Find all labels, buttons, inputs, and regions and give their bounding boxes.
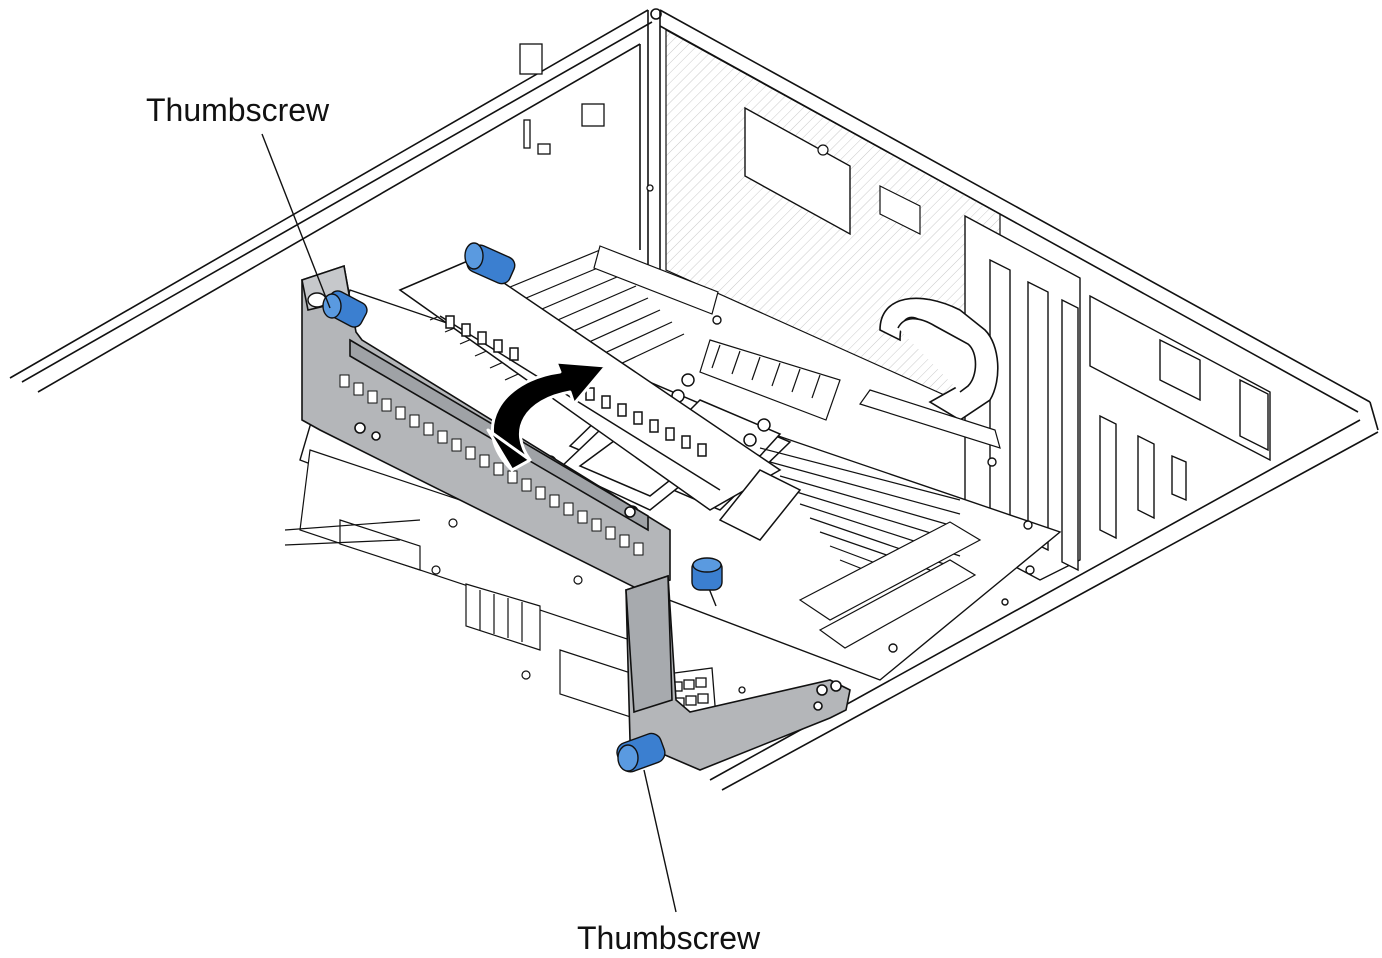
leader-line-bottom (643, 769, 677, 913)
callout-label-top: Thumbscrew (146, 92, 330, 128)
pci-slot-area (964, 214, 1271, 581)
thumbscrew-middle (691, 557, 723, 607)
air-baffle-handle (879, 297, 999, 421)
dimm-slots-right (759, 389, 1001, 649)
thumbscrew-bottom (616, 732, 666, 773)
callout-leaders (261, 133, 677, 913)
callout-label-bottom: Thumbscrew (577, 920, 761, 956)
leader-line-top (261, 133, 331, 309)
thumbscrew-top-right (464, 242, 516, 285)
rotate-arrow-icon (486, 360, 608, 472)
rear-wall-features (519, 43, 654, 192)
thumbscrew-icon (307, 242, 723, 773)
